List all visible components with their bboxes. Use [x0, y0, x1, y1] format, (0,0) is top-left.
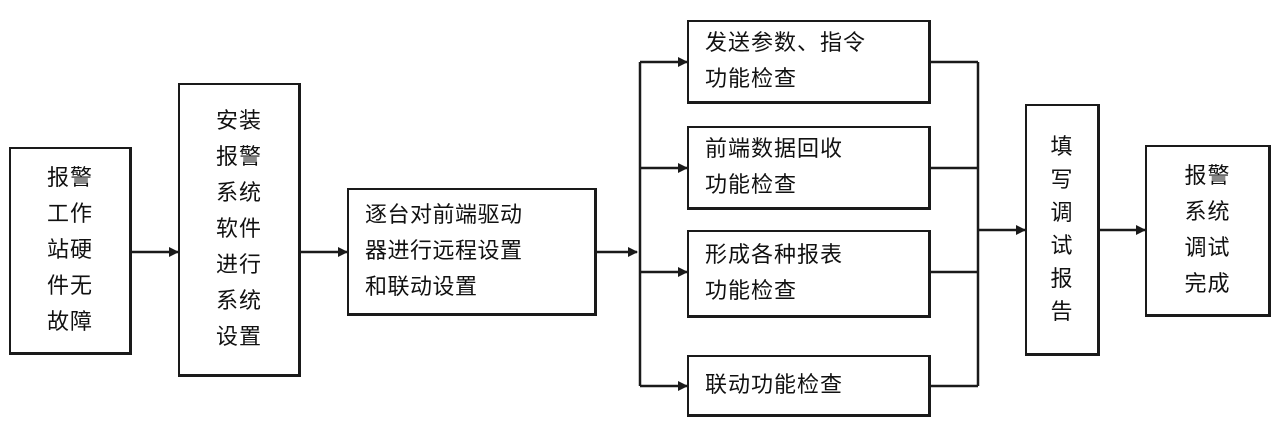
node-send-label: 发送参数、指令 功能检查	[705, 30, 867, 92]
node-done-label: 报警 系统 调试 完成	[1184, 163, 1231, 297]
node-recover-label: 前端数据回收 功能检查	[705, 136, 844, 198]
node-hw-check-label: 报警 工作 站硬 件无 故障	[46, 165, 93, 335]
node-remote-label: 逐台对前端驱动 器进行远程设置 和联动设置	[365, 202, 523, 300]
node-linkage-label: 联动功能检查	[705, 372, 844, 398]
node-done: 报警 系统 调试 完成	[1145, 145, 1271, 317]
node-install-label: 安装 报警 系统 软件 进行 系统 设置	[215, 108, 262, 350]
node-recover: 前端数据回收 功能检查	[687, 126, 931, 210]
node-install: 安装 报警 系统 软件 进行 系统 设置	[178, 83, 301, 377]
node-remote: 逐台对前端驱动 器进行远程设置 和联动设置	[347, 188, 597, 316]
node-send: 发送参数、指令 功能检查	[687, 20, 931, 104]
node-report-form-label: 形成各种报表 功能检查	[705, 242, 844, 304]
node-hw-check: 报警 工作 站硬 件无 故障	[9, 147, 132, 355]
node-fill-report: 填 写 调 试 报 告	[1025, 104, 1100, 356]
node-report-form: 形成各种报表 功能检查	[687, 230, 931, 318]
node-fill-report-label: 填 写 调 试 报 告	[1050, 134, 1074, 325]
node-linkage: 联动功能检查	[687, 355, 931, 417]
